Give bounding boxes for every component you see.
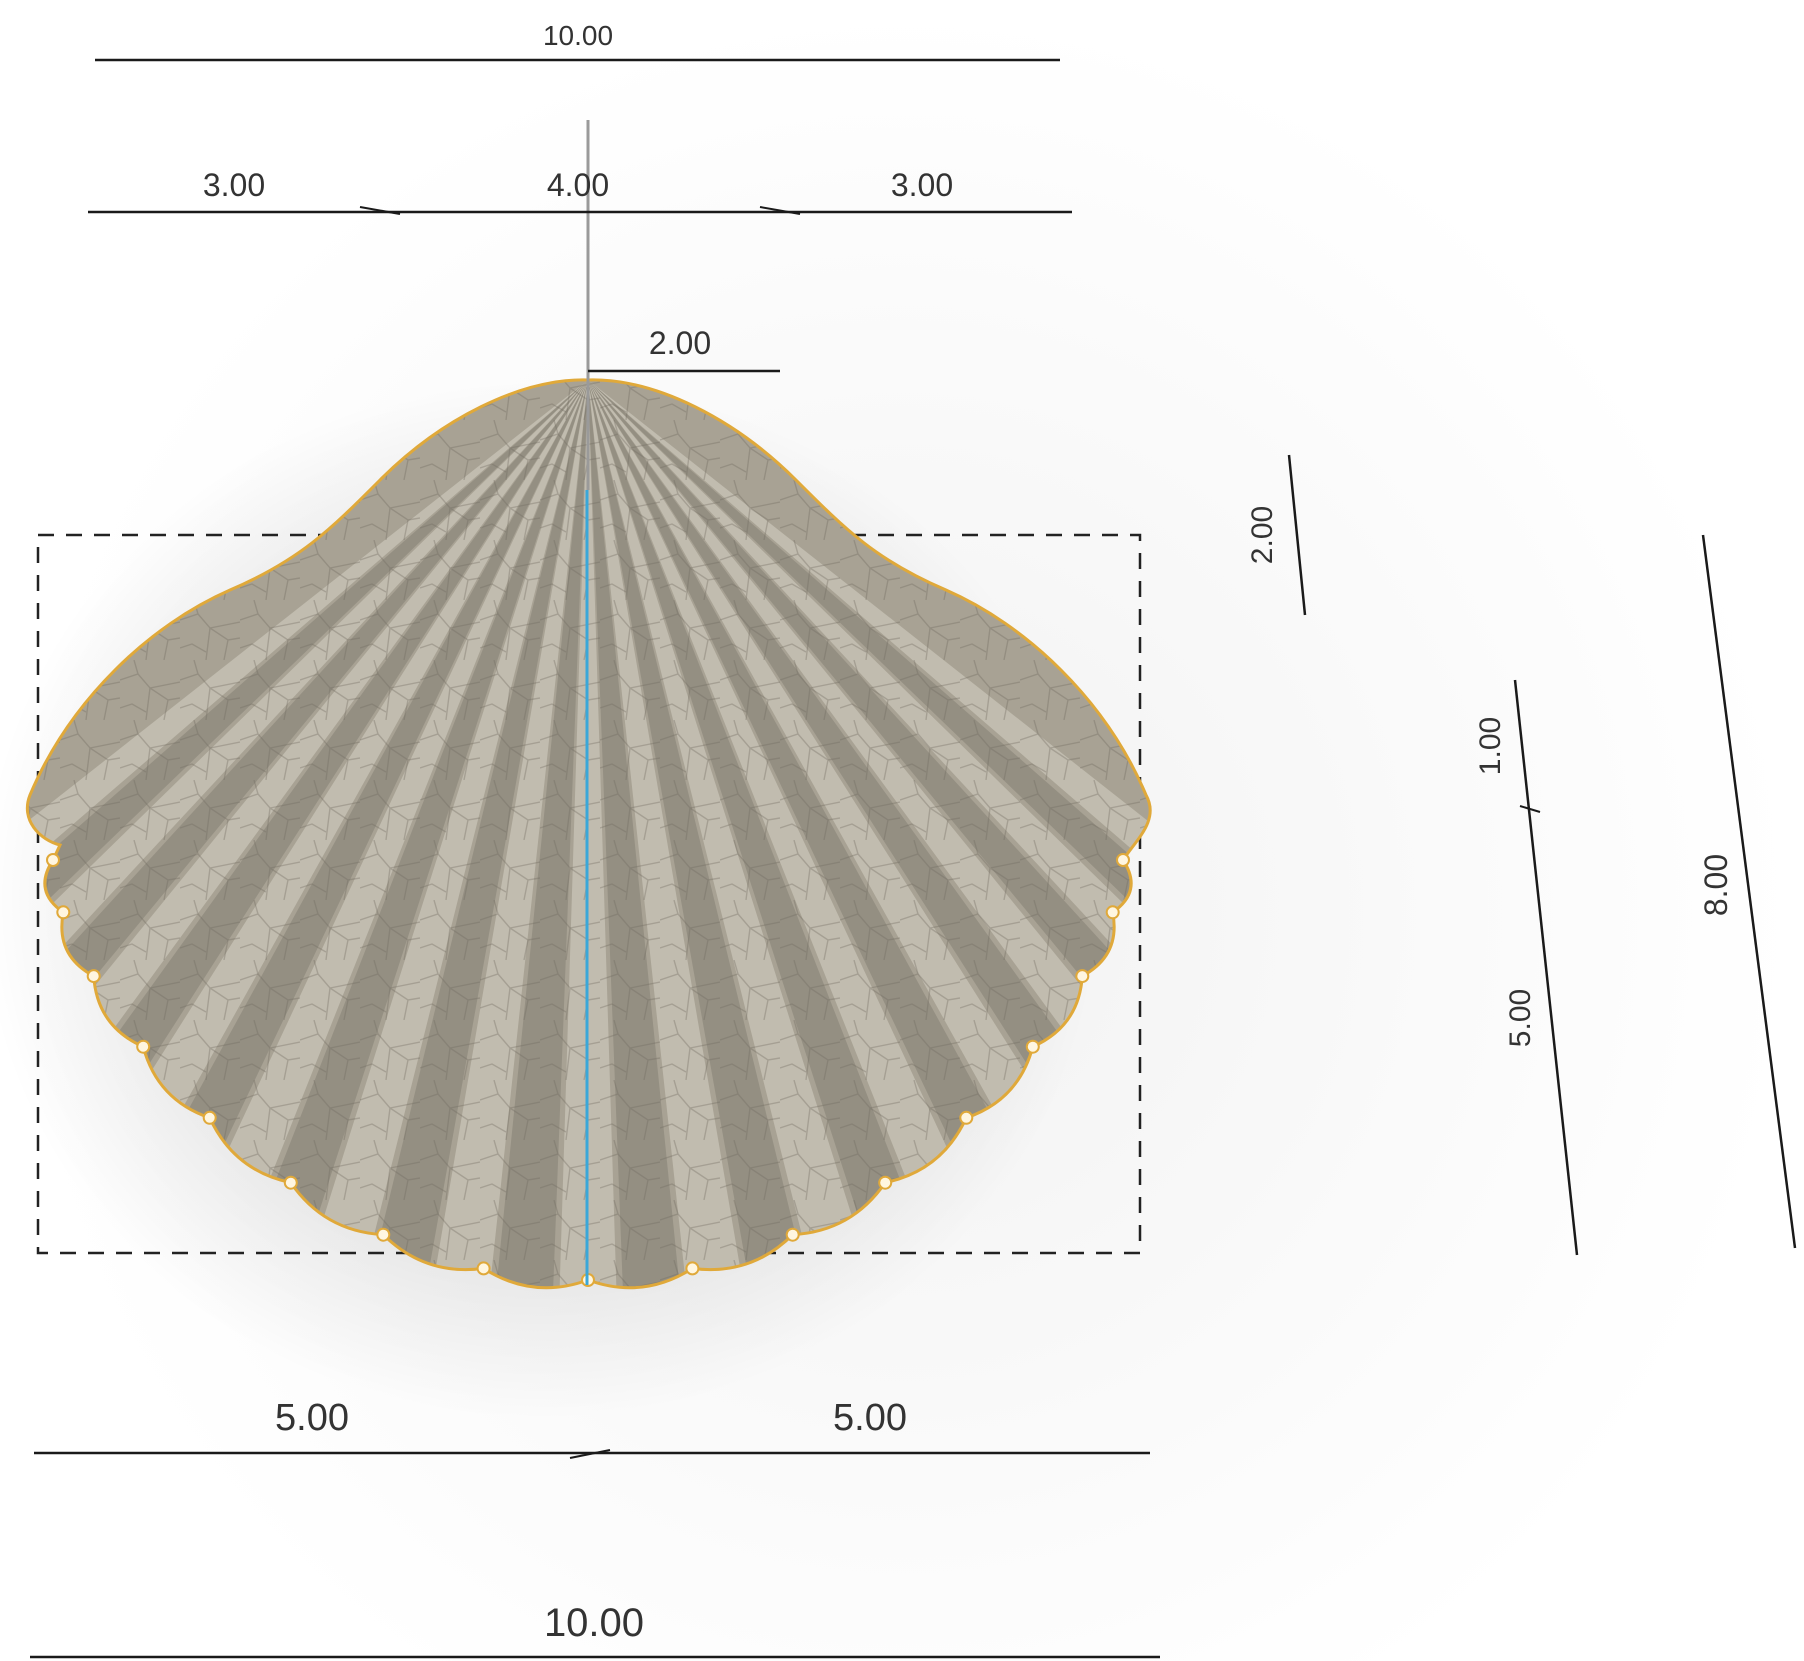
dim-right-upper: 2.00 xyxy=(1246,454,1307,616)
dim-right-far-label: 8.00 xyxy=(1698,854,1734,916)
rim-bead xyxy=(376,1227,391,1242)
dim-top-middle-label: 4.00 xyxy=(547,167,609,203)
dim-top-right-label: 3.00 xyxy=(891,167,953,203)
dim-bottom-total-label: 10.00 xyxy=(544,1601,644,1645)
bounding-box xyxy=(36,533,1142,1255)
dim-bottom-left-label: 5.00 xyxy=(275,1397,349,1439)
rim-bead xyxy=(1025,1039,1040,1054)
dim-bottom-total: 10.00 xyxy=(30,1601,1160,1659)
dim-top-total-label: 10.00 xyxy=(543,20,613,51)
dim-right-middle-lower-label: 5.00 xyxy=(1504,989,1537,1047)
dim-right-far: 8.00 xyxy=(1698,534,1797,1249)
rim-bead xyxy=(1116,853,1130,867)
rim-bead xyxy=(685,1261,700,1276)
dim-bottom-segments: 5.00 5.00 xyxy=(34,1397,1150,1459)
rim-bead xyxy=(202,1110,217,1125)
dim-right-middle: 1.00 5.00 xyxy=(1474,679,1579,1256)
rim-bead xyxy=(1075,969,1090,984)
rim-bead xyxy=(56,905,71,920)
rim-bead xyxy=(785,1227,800,1242)
dim-apex-offset-label: 2.00 xyxy=(649,325,711,361)
dim-right-middle-upper-label: 1.00 xyxy=(1474,717,1507,775)
rim-bead xyxy=(878,1175,893,1190)
scallop-shell xyxy=(25,378,1152,1290)
rim-bead xyxy=(283,1175,298,1190)
rim-bead xyxy=(86,969,101,984)
shell-texture xyxy=(27,379,1151,1288)
dim-top-left-label: 3.00 xyxy=(203,167,265,203)
dim-apex-offset: 2.00 xyxy=(588,325,780,373)
dim-top-total: 10.00 xyxy=(95,20,1060,62)
dim-bottom-right-label: 5.00 xyxy=(833,1397,907,1439)
rim-bead xyxy=(476,1261,491,1276)
rim-bead xyxy=(46,853,60,867)
dim-top-segments: 3.00 4.00 3.00 xyxy=(88,167,1072,215)
rim-bead xyxy=(959,1110,974,1125)
dim-right-upper-label: 2.00 xyxy=(1246,506,1279,564)
rim-bead xyxy=(1105,905,1120,920)
rim-bead xyxy=(136,1039,151,1054)
rim-beads xyxy=(46,853,1130,1287)
